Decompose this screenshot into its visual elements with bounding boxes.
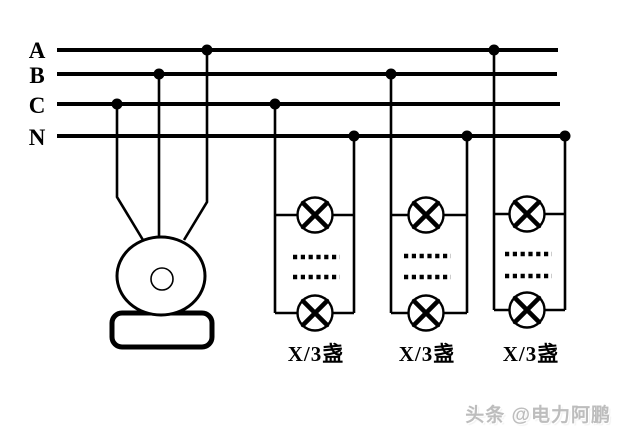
lamp-icon — [296, 294, 334, 332]
junction-dot — [348, 130, 360, 142]
lamp-group-3: X/3盏 — [492, 50, 567, 366]
phase-label-n: N — [29, 125, 46, 150]
junction-dot — [111, 98, 123, 110]
lamp-group-2: X/3盏 — [389, 74, 469, 366]
junction-dot — [461, 130, 473, 142]
junction-dot — [269, 98, 281, 110]
phase-label-b: B — [29, 63, 44, 88]
junction-dot — [488, 44, 500, 56]
junction-dot — [201, 44, 213, 56]
bus-lines: A B C N — [29, 38, 566, 150]
lamp-icon — [296, 196, 334, 234]
lamp-icon — [508, 291, 546, 329]
motor-hub — [150, 267, 174, 291]
junction-dot — [153, 68, 165, 80]
motor-body — [115, 235, 207, 317]
watermark: 头条 @电力阿鹏 — [465, 405, 611, 426]
lamp-group-label: X/3盏 — [288, 342, 345, 366]
phase-label-a: A — [29, 38, 46, 63]
junction-dot — [385, 68, 397, 80]
lamp-group-label: X/3盏 — [399, 342, 456, 366]
motor-branch — [109, 50, 215, 350]
motor-base — [109, 310, 215, 350]
junction-dots — [111, 44, 571, 142]
lamp-icon — [407, 294, 445, 332]
lamp-group-label: X/3盏 — [503, 342, 560, 366]
phase-label-c: C — [29, 93, 46, 118]
motor-icon — [109, 235, 215, 350]
lamp-icon — [407, 196, 445, 234]
motor-lead-c — [115, 104, 145, 241]
lamp-group-1: X/3盏 — [273, 104, 356, 366]
junction-dot — [559, 130, 571, 142]
motor-lead-a — [182, 50, 209, 241]
lamp-icon — [508, 195, 546, 233]
